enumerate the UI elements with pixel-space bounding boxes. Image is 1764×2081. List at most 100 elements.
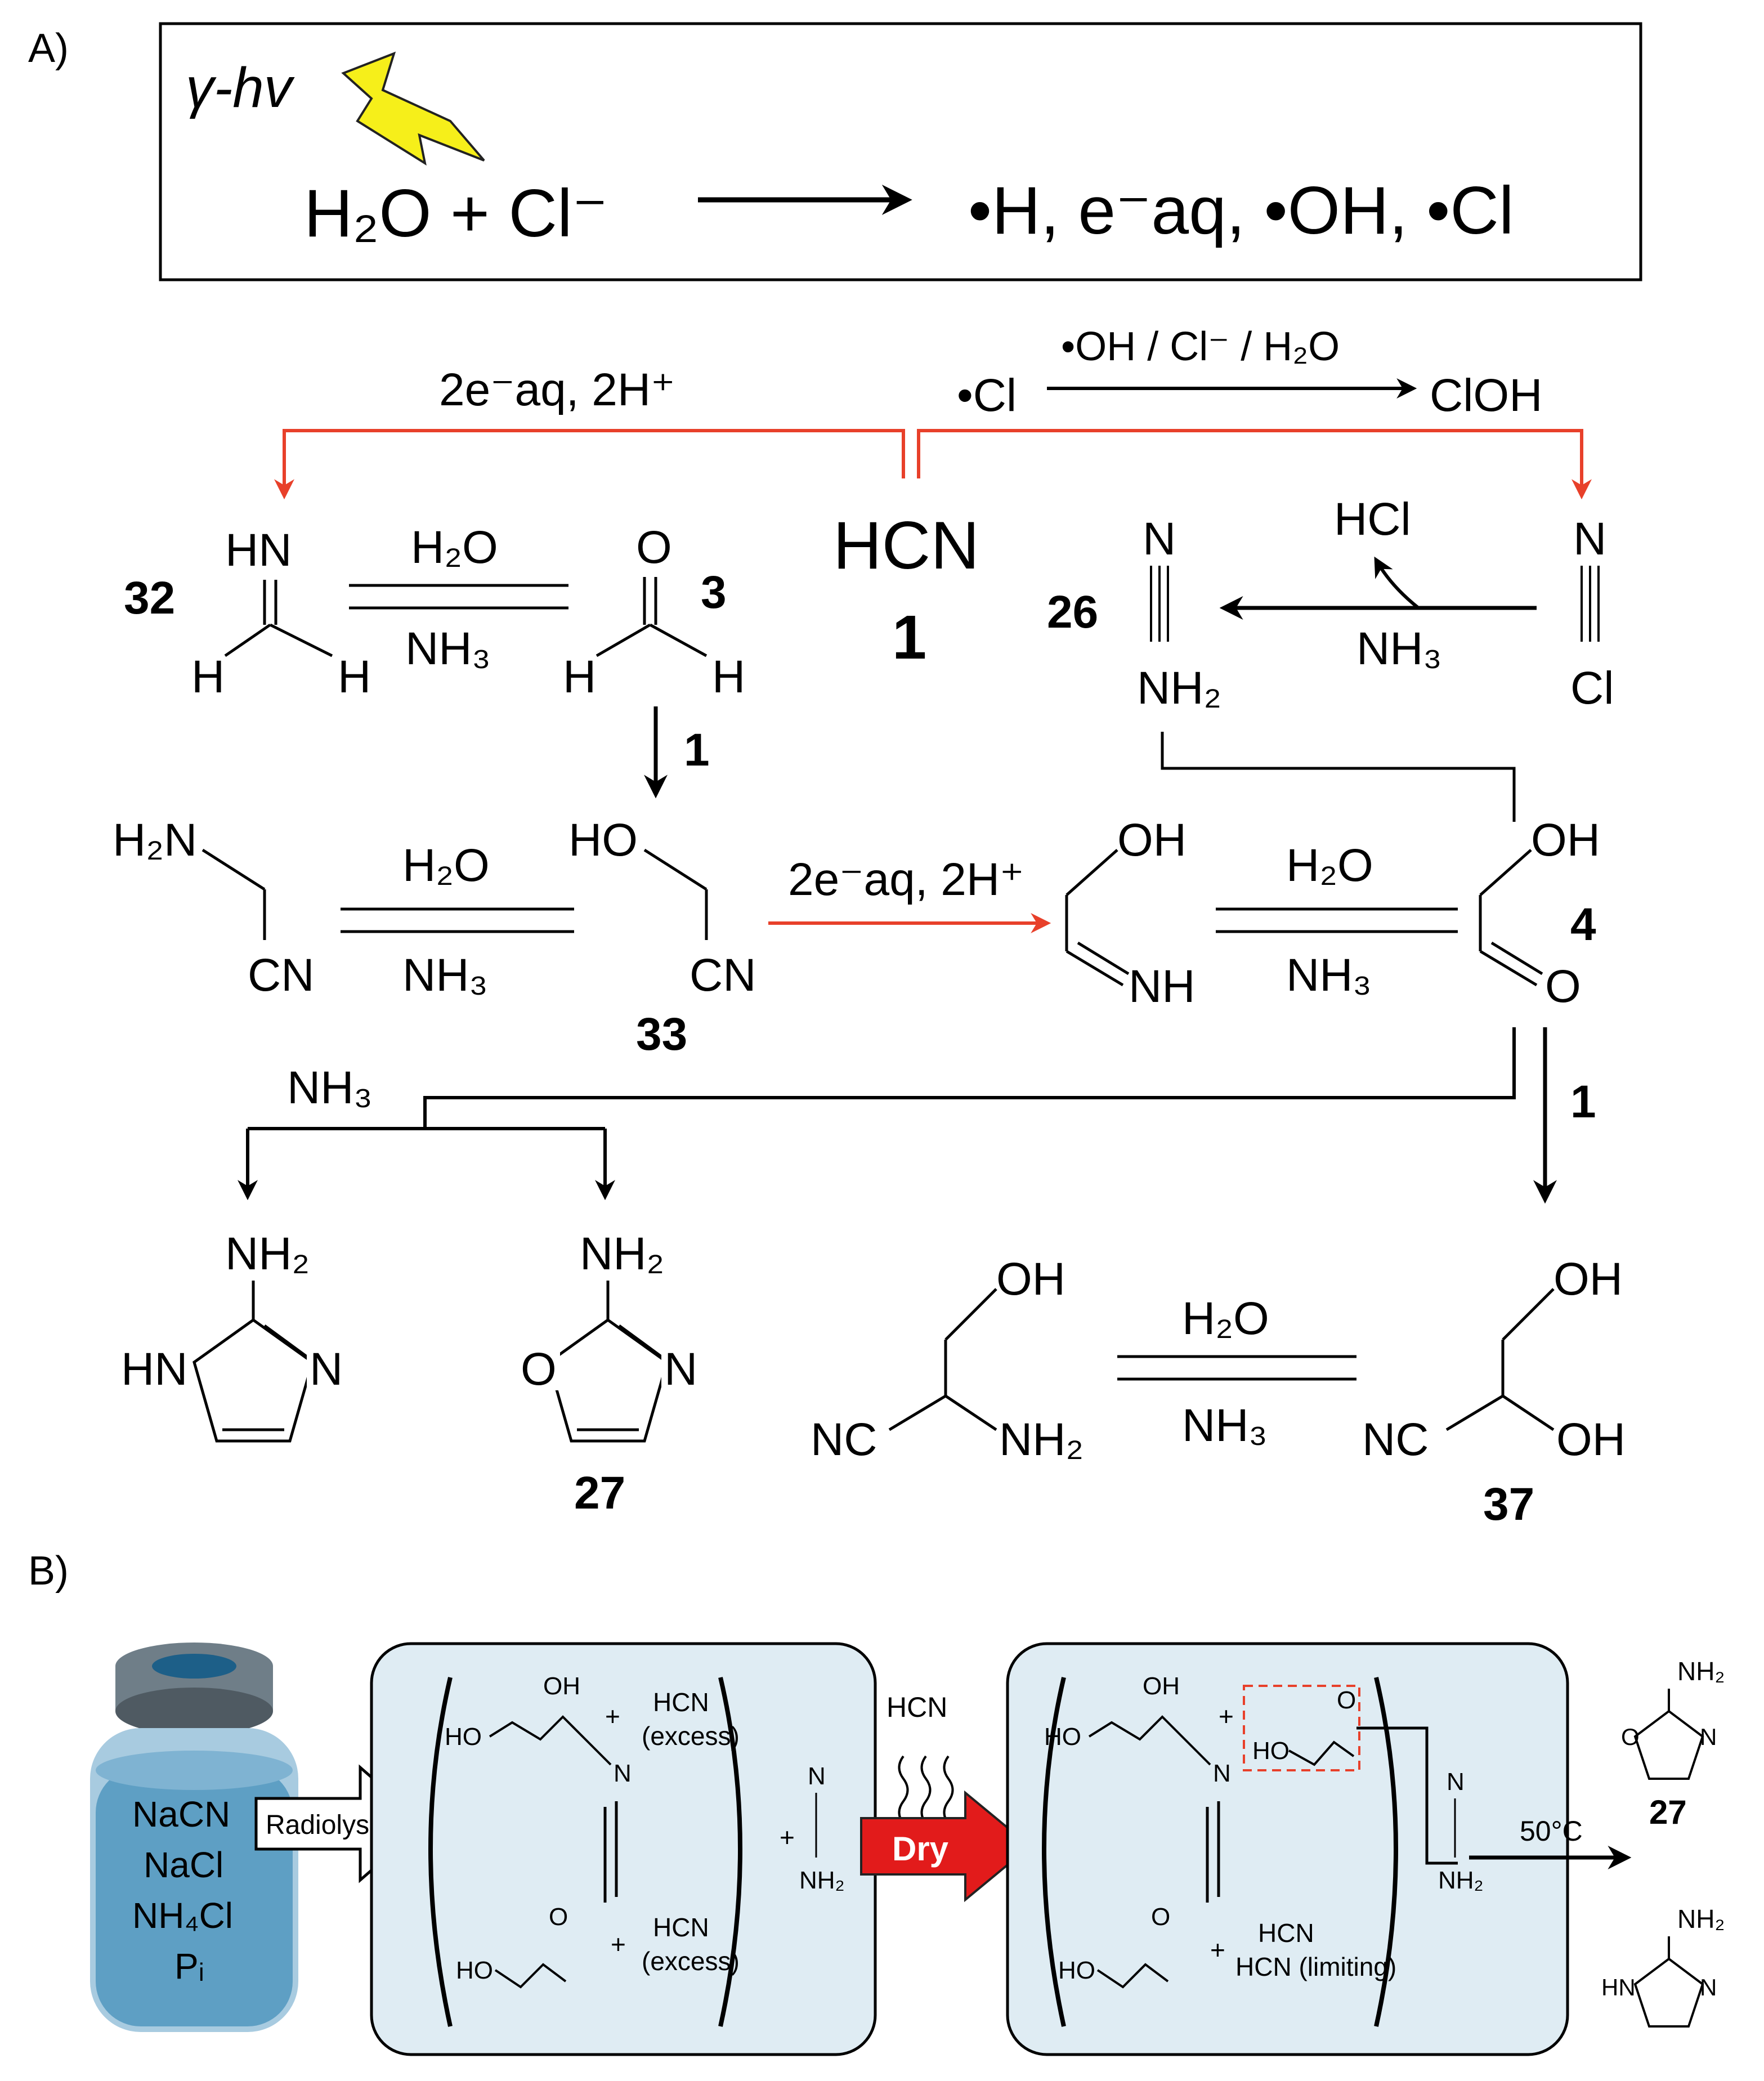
cpd32-h2: H bbox=[338, 651, 371, 702]
enamine-bond3 bbox=[1065, 950, 1124, 987]
pb-im-hn: HN bbox=[1601, 1974, 1636, 2001]
p1-excess-2: (excess) bbox=[642, 1946, 740, 1976]
p2-cyanamide-n: N bbox=[1447, 1768, 1465, 1796]
p1-hcn-2: HCN bbox=[653, 1913, 709, 1942]
panel-a-label: A) bbox=[28, 26, 69, 71]
p1-ho-2: HO bbox=[456, 1957, 493, 1984]
cpd-32-label: 32 bbox=[124, 572, 175, 624]
cpd37-oh2: OH bbox=[1556, 1414, 1626, 1465]
p1-excess-1: (excess) bbox=[642, 1721, 740, 1751]
bracket-left-1 bbox=[428, 1677, 453, 2027]
hcl-text: HCl bbox=[1334, 494, 1411, 545]
cloh-text: ClOH bbox=[1430, 370, 1542, 421]
vial-line-2: NaCl bbox=[144, 1845, 223, 1885]
cpd-37-label: 37 bbox=[1483, 1479, 1534, 1530]
cpd-26-label: 26 bbox=[1047, 587, 1098, 638]
bracket-right-1 bbox=[718, 1677, 742, 2027]
eq3-h2o: H₂O bbox=[1286, 840, 1373, 891]
enamine-bond1 bbox=[1065, 849, 1118, 896]
cpd-33-label: 33 bbox=[636, 1009, 687, 1060]
p1-oh: OH bbox=[543, 1672, 580, 1700]
vapor-line-2 bbox=[920, 1755, 932, 1825]
cpd4-o: O bbox=[1545, 961, 1581, 1012]
bracket-right-2 bbox=[1374, 1677, 1398, 2027]
cpd32-h1: H bbox=[191, 651, 225, 702]
p2-chain-3 bbox=[1096, 1963, 1169, 1989]
pb-ox-n: N bbox=[1700, 1724, 1717, 1750]
ahpn-oh: OH bbox=[996, 1254, 1065, 1305]
aminoox-ring bbox=[547, 1318, 669, 1443]
clcn-n: N bbox=[1573, 513, 1606, 565]
hcl-curve-arrow bbox=[1374, 556, 1420, 610]
eq2-h2o: H₂O bbox=[402, 840, 490, 891]
aminoimid-ring bbox=[192, 1318, 314, 1443]
p2-ho-3: HO bbox=[1058, 1957, 1095, 1984]
arrow-26-nh3: NH₃ bbox=[1356, 623, 1442, 674]
p2-oh: OH bbox=[1143, 1672, 1180, 1700]
p1-ho: HO bbox=[445, 1723, 482, 1751]
cpd37-oh1: OH bbox=[1553, 1254, 1623, 1305]
p1-cyanamide-nh2: NH₂ bbox=[799, 1867, 845, 1894]
highlight-box bbox=[1243, 1685, 1360, 1771]
red-arrow-to-32 bbox=[274, 429, 905, 500]
eq2-nh3: NH₃ bbox=[402, 950, 488, 1001]
radiolysis-label: Radiolysis bbox=[266, 1810, 389, 1840]
cpd-4-label: 4 bbox=[1570, 899, 1596, 950]
cpd37-bond3 bbox=[1445, 1394, 1504, 1431]
aminoimid-n: N bbox=[310, 1344, 343, 1395]
aminoox-mask2 bbox=[661, 1342, 701, 1390]
cpd37-nc: NC bbox=[1362, 1414, 1429, 1465]
p2-ho-2: HO bbox=[1252, 1737, 1290, 1765]
aminoox-db1 bbox=[618, 1324, 662, 1358]
aminoox-nh2: NH₂ bbox=[580, 1228, 664, 1279]
cl-radical: •Cl bbox=[957, 370, 1017, 421]
cpd33-ho: HO bbox=[568, 815, 638, 866]
dry-arrow bbox=[860, 1790, 1032, 1903]
hcn-number: 1 bbox=[892, 603, 926, 672]
pb-im-n: N bbox=[1700, 1974, 1717, 2001]
cpd26-nh2: NH₂ bbox=[1137, 663, 1221, 714]
vial-line-3: NH₄Cl bbox=[132, 1895, 233, 1936]
electron-label-top: 2e⁻aq, 2H⁺ bbox=[439, 364, 675, 415]
cpd4-bond3 bbox=[1479, 950, 1538, 987]
p2-o: O bbox=[1337, 1686, 1356, 1714]
aminoox-mask1 bbox=[521, 1342, 560, 1390]
pb-ox-o: O bbox=[1621, 1724, 1640, 1750]
cpd3-h1: H bbox=[563, 651, 596, 702]
ahpn-bond3 bbox=[888, 1394, 947, 1431]
connector-4-azoles bbox=[423, 1027, 1516, 1129]
cpd32-bond4 bbox=[269, 623, 333, 657]
aminoacn-bond1 bbox=[202, 848, 266, 891]
cpd3-bond3 bbox=[596, 623, 651, 657]
arrow-4-reagent: 1 bbox=[1570, 1076, 1596, 1127]
lightning-icon bbox=[341, 51, 485, 166]
ahpn-nh2: NH₂ bbox=[999, 1414, 1084, 1465]
cpd-3-label: 3 bbox=[701, 567, 727, 618]
cpd26-n: N bbox=[1143, 513, 1176, 565]
cpd33-cn: CN bbox=[690, 950, 756, 1001]
p2-ho: HO bbox=[1044, 1723, 1081, 1751]
p1-plus1: + bbox=[605, 1702, 620, 1731]
reactants-text: H₂O + Cl⁻ bbox=[304, 176, 608, 251]
p1-cyanamide-n: N bbox=[808, 1762, 826, 1790]
bracket-left-2 bbox=[1042, 1677, 1066, 2027]
p2-limiting: HCN (limiting) bbox=[1235, 1952, 1396, 1981]
cpd4-bond4 bbox=[1490, 941, 1543, 975]
cpd32-hn: HN bbox=[225, 525, 292, 576]
aminoacn-cn: CN bbox=[248, 950, 314, 1001]
p2-plus2: + bbox=[1210, 1935, 1225, 1964]
eq1-h2o: H₂O bbox=[411, 522, 498, 573]
p1-plus3: + bbox=[780, 1823, 795, 1852]
pb-cpd-27: 27 bbox=[1649, 1793, 1687, 1831]
post-dry-panel bbox=[1006, 1642, 1569, 2056]
p2-o-2: O bbox=[1151, 1903, 1170, 1931]
p1-chain-2 bbox=[494, 1963, 567, 1989]
aminoacn-h2n: H₂N bbox=[113, 815, 197, 866]
aminoox-o: O bbox=[521, 1344, 557, 1395]
pb-im-nh2: NH₂ bbox=[1677, 1904, 1725, 1934]
cpd3-o: O bbox=[636, 522, 672, 573]
pre-dry-panel bbox=[370, 1642, 877, 2056]
electron-label-mid: 2e⁻aq, 2H⁺ bbox=[788, 854, 1024, 905]
vial-icon bbox=[90, 1643, 298, 2032]
pb-ox-ring bbox=[1633, 1709, 1704, 1780]
